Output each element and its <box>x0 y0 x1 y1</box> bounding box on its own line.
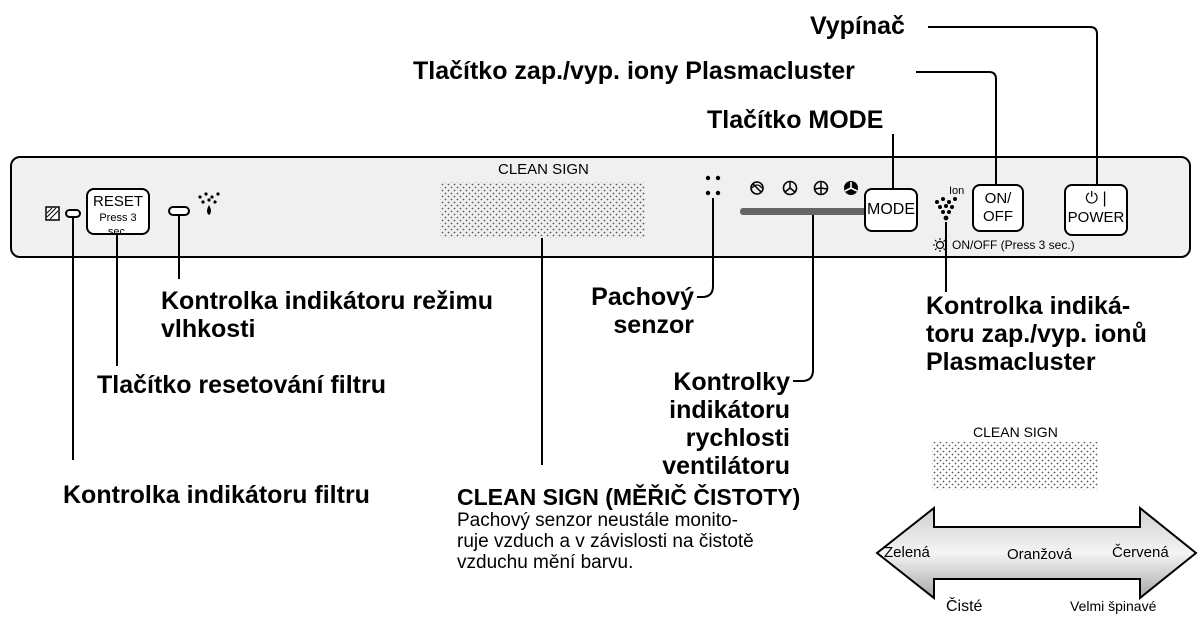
legend-clean-sign-label: CLEAN SIGN <box>973 424 1058 440</box>
callout-plasmacluster-button: Tlačítko zap./vyp. iony Plasmacluster <box>413 57 855 85</box>
ion-button-hint: ON/OFF (Press 3 sec.) <box>952 238 1075 252</box>
reset-button-label: RESET <box>92 193 143 210</box>
humidity-indicator-lamp <box>168 206 190 216</box>
mode-button[interactable]: MODE <box>864 188 918 232</box>
plasmacluster-button-line2: OFF <box>983 208 1013 225</box>
clean-sign-description: Pachový senzor neustále monito- ruje vzd… <box>457 510 754 573</box>
callout-fan-speed-lamps: Kontrolky indikátoru rychlosti ventiláto… <box>600 368 790 480</box>
power-button[interactable]: ⏻ | POWER <box>1064 184 1128 236</box>
callout-odor-sensor-line1: Pachový <box>591 283 694 311</box>
power-button-label: POWER <box>1067 209 1125 226</box>
plasmacluster-button[interactable]: ON/ OFF <box>972 184 1024 232</box>
fan-medium-icon <box>813 180 829 196</box>
callout-humidity-mode-lamp-line2: vlhkosti <box>161 315 256 343</box>
callout-fan-speed-lamps-line2: indikátoru <box>669 396 790 424</box>
reset-button[interactable]: RESET Press 3 sec. <box>86 188 150 238</box>
callout-fan-speed-lamps-line1: Kontrolky <box>673 368 790 396</box>
callout-odor-sensor-line2: senzor <box>613 311 694 339</box>
callout-humidity-mode-lamp-line1: Kontrolka indikátoru režimu <box>161 287 493 315</box>
callout-fan-speed-lamps-line4: ventilátoru <box>662 452 790 480</box>
clean-sign-title: CLEAN SIGN (MĚŘIČ ČISTOTY) <box>457 484 801 510</box>
plasmacluster-button-line1: ON/ <box>984 190 1012 207</box>
clean-sign-description-line1: Pachový senzor neustále monito- <box>457 510 738 531</box>
auto-fan-icon <box>750 181 764 195</box>
legend-color-orange: Oranžová <box>1007 546 1073 563</box>
callout-plasmacluster-lamp-line2: toru zap./vyp. ionů <box>926 320 1147 348</box>
ion-indicator-label: Ion <box>949 185 965 197</box>
fan-high-icon <box>844 181 858 195</box>
callout-plasmacluster-lamp: Kontrolka indiká- toru zap./vyp. ionů Pl… <box>926 292 1147 376</box>
clean-sign-description-line2: ruje vzduch a v závislosti na čistotě <box>457 531 754 552</box>
callout-odor-sensor: Pachový senzor <box>570 283 694 339</box>
clean-sign-panel-label: CLEAN SIGN <box>498 161 589 178</box>
callout-power-switch: Vypínač <box>810 12 905 40</box>
legend-color-green: Zelená <box>884 544 930 561</box>
callout-filter-reset-button: Tlačítko resetování filtru <box>97 371 386 399</box>
legend-color-red: Červená <box>1112 544 1169 561</box>
callout-plasmacluster-lamp-line3: Plasmacluster <box>926 348 1096 376</box>
callout-fan-speed-lamps-line3: rychlosti <box>685 424 790 452</box>
filter-indicator-lamp <box>65 209 81 218</box>
callout-humidity-mode-lamp: Kontrolka indikátoru režimu vlhkosti <box>161 287 493 343</box>
callout-plasmacluster-lamp-line1: Kontrolka indiká- <box>926 292 1131 320</box>
fan-low-icon <box>782 180 798 196</box>
callout-mode-button: Tlačítko MODE <box>707 106 884 134</box>
power-icon: ⏻ | <box>1085 190 1107 207</box>
legend-very-dirty: Velmi špinavé <box>1070 598 1157 614</box>
clean-sign-display <box>440 182 645 238</box>
legend-clean-sign-display <box>932 442 1098 490</box>
fan-speed-lamp-bar <box>740 208 868 215</box>
legend-clean: Čisté <box>946 598 983 615</box>
callout-filter-lamp: Kontrolka indikátoru filtru <box>63 481 370 509</box>
reset-button-hint: Press 3 sec. <box>99 212 137 238</box>
clean-sign-description-line3: vzduchu mění barvu. <box>457 552 634 573</box>
